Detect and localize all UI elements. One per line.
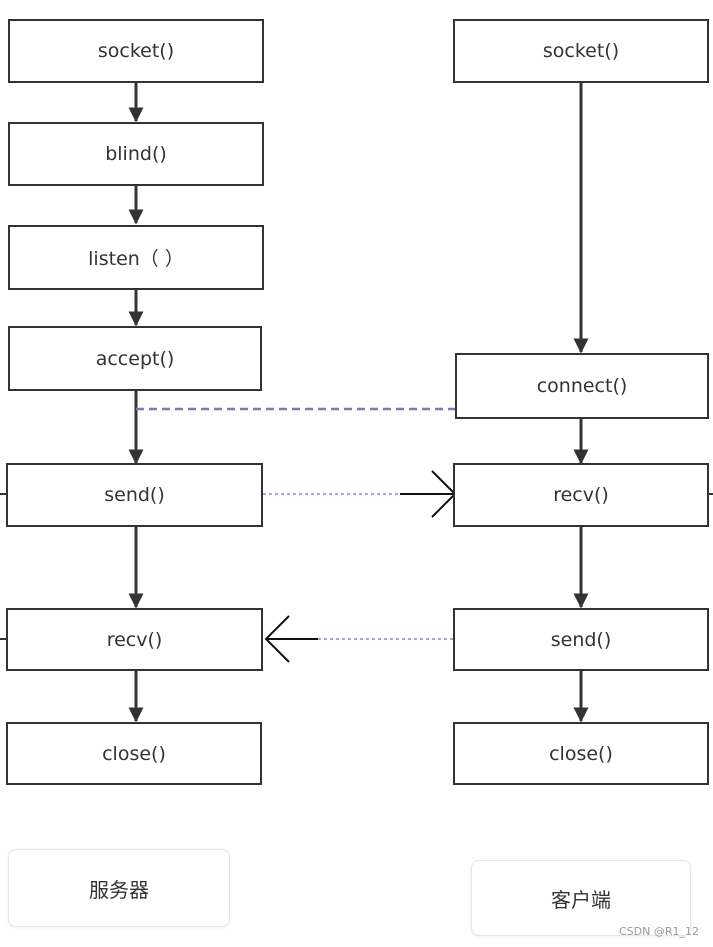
server-bind-box: blind()	[8, 122, 264, 186]
recv-arrow-head	[264, 615, 290, 663]
client-recv-label: recv()	[553, 484, 609, 506]
server-socket-label: socket()	[97, 40, 175, 62]
client-close-box: close()	[453, 722, 709, 785]
server-recv-label: recv()	[106, 628, 163, 651]
client-connect-box: connect()	[455, 353, 709, 419]
server-send-box: send()	[6, 463, 263, 527]
server-send-label: send()	[104, 484, 165, 506]
client-connect-label: connect()	[536, 375, 628, 397]
server-caption-text: 服务器	[89, 877, 149, 902]
client-caption-text: 客户端	[551, 887, 611, 912]
client-caption: 客户端	[471, 860, 691, 936]
client-socket-label: socket()	[542, 40, 620, 62]
client-recv-box: recv()	[453, 463, 709, 527]
server-close-label: close()	[102, 742, 166, 765]
watermark: CSDN @R1_12	[619, 925, 699, 938]
client-send-box: send()	[453, 608, 709, 671]
client-socket-box: socket()	[453, 19, 709, 83]
server-socket-box: socket()	[8, 19, 264, 83]
server-caption: 服务器	[8, 849, 230, 927]
server-recv-box: recv()	[6, 608, 263, 671]
server-accept-box: accept()	[8, 326, 262, 391]
server-close-box: close()	[6, 722, 262, 785]
server-accept-label: accept()	[95, 347, 175, 370]
client-send-label: send()	[550, 628, 612, 651]
server-listen-label: listen（ ）	[88, 248, 184, 270]
server-bind-label: blind()	[105, 143, 167, 165]
server-listen-box: listen（ ）	[8, 225, 264, 290]
client-close-label: close()	[549, 742, 613, 765]
